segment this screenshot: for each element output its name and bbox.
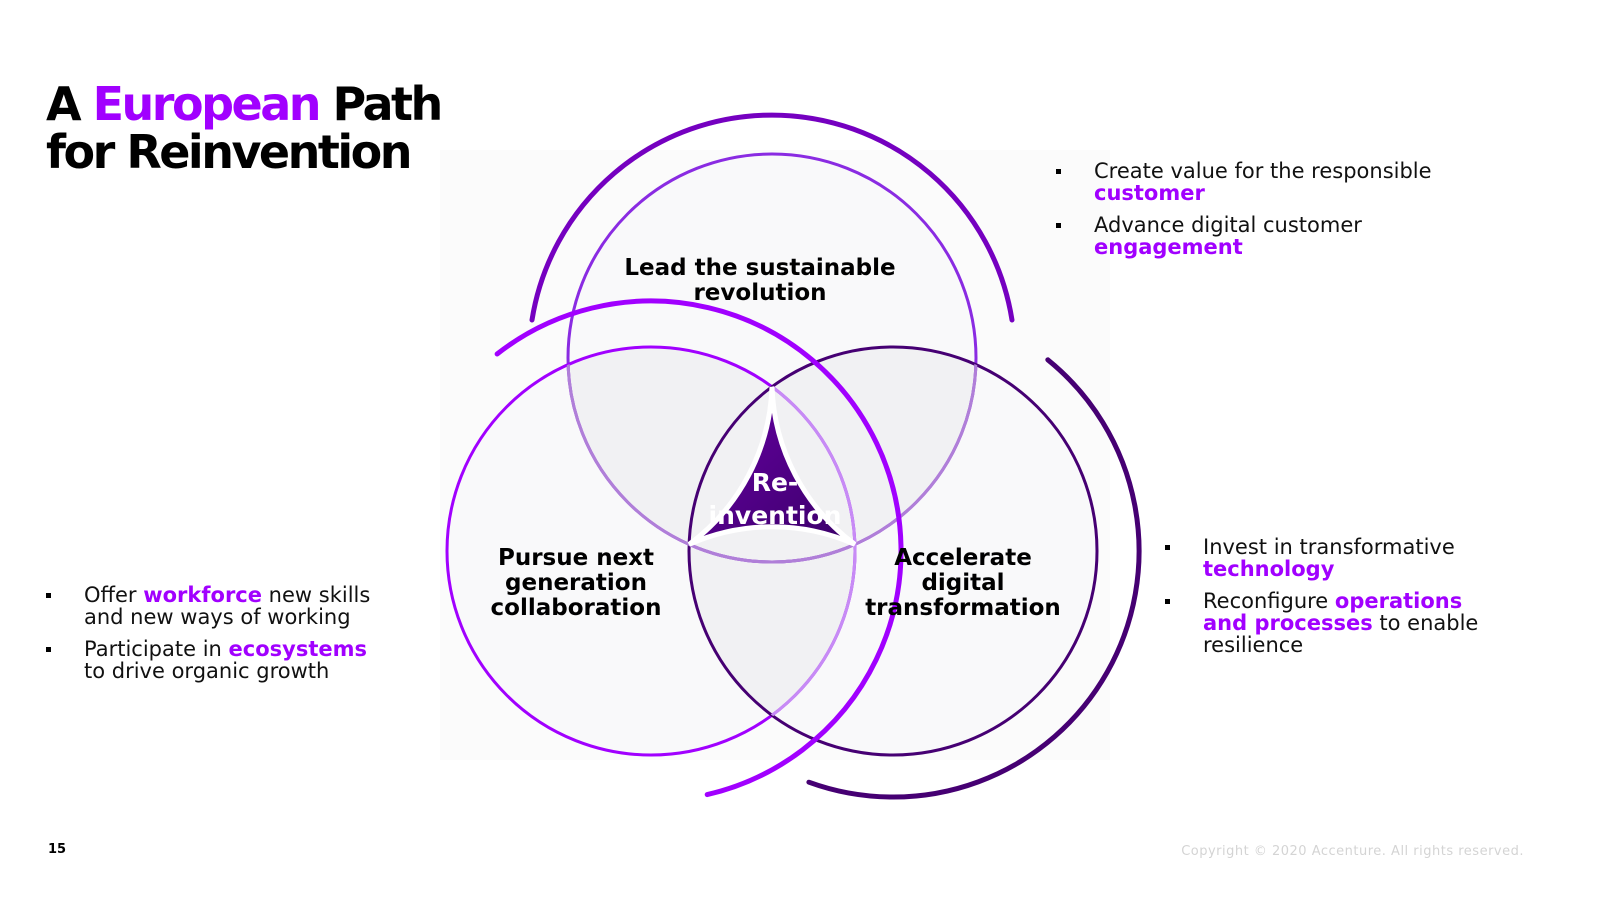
bullet-text: Create value for the responsible (1094, 159, 1432, 183)
bullet-highlight: ecosystems (228, 637, 367, 661)
title-line-2: for Reinvention (46, 125, 412, 179)
outer-arc-right (806, 357, 1142, 800)
bullet-text: Participate in (84, 637, 229, 661)
bullet-text: Offer (84, 583, 144, 607)
circle-right-outline (687, 345, 1099, 757)
copyright-notice: Copyright © 2020 Accenture. All rights r… (1181, 844, 1524, 859)
center-shape (687, 386, 857, 547)
bullet-square-icon (46, 593, 51, 598)
bullet-list-left: Offer workforce new skills and new ways … (46, 584, 386, 692)
arc-left-in-right (689, 347, 857, 755)
label-line: collaboration (490, 595, 662, 621)
bullet-square-icon (46, 647, 51, 652)
bullet-text: Advance digital customer (1094, 213, 1362, 237)
bullet-square-icon (1056, 223, 1061, 228)
bullet-highlight: workforce (143, 583, 262, 607)
bullet-highlight: customer (1094, 181, 1205, 205)
bullet-text: new skills and new ways of working (84, 583, 371, 629)
slide-title: A European Path for Reinvention (46, 77, 444, 179)
bullet-square-icon (1056, 169, 1061, 174)
label-line: Accelerate (894, 545, 1032, 571)
circle-label-right: Accelerate digital transformation (846, 546, 1080, 621)
bullet-highlight: operations and processes (1203, 589, 1463, 635)
center-label: Re- invention (700, 466, 850, 532)
label-line: Pursue next (497, 545, 655, 571)
bullet-text: to enable resilience (1203, 611, 1479, 657)
label-line: Re- (751, 468, 799, 497)
bullet-text: Invest in transformative (1203, 535, 1455, 559)
label-line: generation (505, 570, 647, 596)
label-line: transformation (865, 595, 1061, 621)
center-reinvention (687, 386, 857, 547)
bullet-item: Create value for the responsible custome… (1056, 160, 1476, 204)
title-accent: European (92, 77, 322, 131)
bullet-highlight: technology (1203, 557, 1335, 581)
label-line: Lead the sustainable (624, 255, 896, 281)
outer-arc-left (494, 298, 904, 798)
bullet-square-icon (1165, 599, 1170, 604)
bullet-text: Reconfigure (1203, 589, 1335, 613)
overlap-left-right (689, 347, 855, 755)
outer-arc-top (529, 112, 1015, 323)
title-line-1: A European Path (46, 77, 444, 131)
circle-label-top: Lead the sustainable revolution (610, 256, 910, 306)
circle-label-left: Pursue next generation collaboration (466, 546, 686, 621)
bullet-item: Reconfigure operations and processes to … (1165, 590, 1495, 656)
bullet-text: to drive organic growth (84, 659, 330, 683)
label-line: revolution (693, 280, 827, 306)
bullet-item: Advance digital customer engagement (1056, 214, 1476, 258)
bullet-highlight: engagement (1094, 235, 1243, 259)
title-prefix: A (46, 77, 82, 131)
title-suffix: Path (332, 77, 444, 131)
bullet-item: Offer workforce new skills and new ways … (46, 584, 386, 628)
label-line: digital (921, 570, 1005, 596)
label-line: invention (708, 501, 842, 530)
bullet-item: Invest in transformative technology (1165, 536, 1495, 580)
bullet-square-icon (1165, 545, 1170, 550)
page-number: 15 (48, 842, 67, 857)
bullet-list-bottom-right: Invest in transformative technology Reco… (1165, 536, 1495, 666)
bullet-item: Participate in ecosystems to drive organ… (46, 638, 386, 682)
bullet-list-top-right: Create value for the responsible custome… (1056, 160, 1476, 268)
